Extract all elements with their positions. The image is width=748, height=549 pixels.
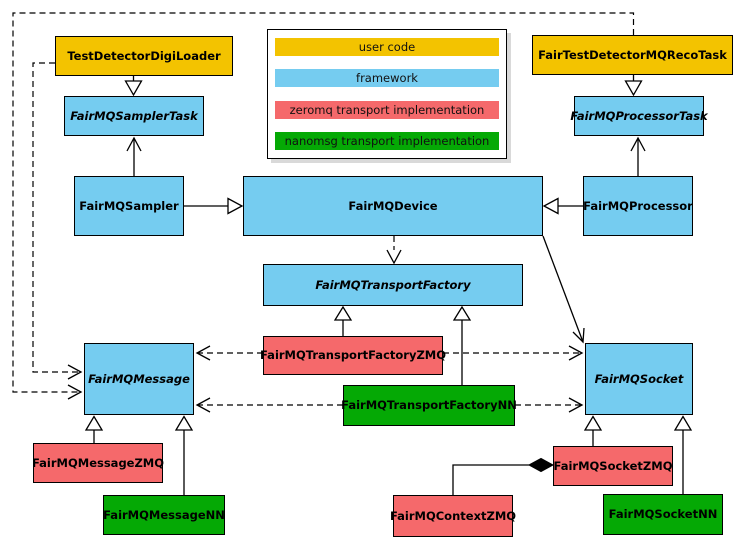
arrowhead-diamond bbox=[527, 457, 555, 473]
node-fairmqprocessortask: FairMQProcessorTask bbox=[570, 96, 708, 136]
edge-digiloader-to-message bbox=[32, 62, 80, 373]
arrowhead-triangle bbox=[583, 415, 603, 431]
arrowhead-chevron bbox=[386, 249, 402, 265]
arrowhead-chevron bbox=[195, 397, 211, 413]
legend-item-framework: framework bbox=[275, 69, 499, 88]
node-fairmqsocketzmq: FairMQSocketZMQ bbox=[553, 446, 673, 486]
arrowhead-triangle bbox=[624, 80, 643, 97]
node-fairtestdetectormqrecotask: FairTestDetectorMQRecoTask bbox=[532, 35, 733, 75]
arrowhead-chevron bbox=[568, 345, 584, 361]
arrowhead-chevron bbox=[126, 136, 142, 152]
arrowhead-triangle bbox=[227, 197, 244, 215]
edge-recotask-to-message bbox=[12, 12, 635, 393]
arrowhead-triangle bbox=[84, 415, 104, 431]
edge-device-to-socket bbox=[542, 235, 584, 343]
node-fairmqmessagezmq: FairMQMessageZMQ bbox=[32, 443, 164, 483]
node-testdetectordigiloader: TestDetectorDigiLoader bbox=[55, 36, 233, 76]
arrowhead-triangle bbox=[673, 415, 693, 431]
arrowhead-triangle bbox=[542, 197, 559, 215]
arrowhead-triangle bbox=[333, 305, 353, 321]
arrowhead-triangle bbox=[174, 415, 194, 431]
arrowhead-chevron bbox=[572, 327, 585, 344]
node-fairmqsamplertask: FairMQSamplerTask bbox=[64, 96, 204, 136]
dependency-edges bbox=[12, 12, 635, 413]
node-fairmqmessage: FairMQMessage bbox=[84, 343, 194, 415]
node-fairmqtransportfactory: FairMQTransportFactory bbox=[263, 264, 523, 306]
arrowhead-triangle bbox=[124, 80, 143, 97]
node-fairmqcontextzmq: FairMQContextZMQ bbox=[390, 495, 516, 537]
legend-item-user-code: user code bbox=[275, 38, 499, 56]
association-edges bbox=[126, 136, 646, 344]
node-fairmqprocessor: FairMQProcessor bbox=[583, 176, 693, 236]
node-fairmqdevice: FairMQDevice bbox=[243, 176, 543, 236]
legend: user code framework zeromq transport imp… bbox=[267, 29, 507, 159]
arrowhead-chevron bbox=[630, 136, 646, 152]
node-fairmqsocket: FairMQSocket bbox=[585, 343, 693, 415]
arrowhead-chevron bbox=[67, 364, 83, 380]
node-fairmqsampler: FairMQSampler bbox=[74, 176, 184, 236]
node-fairmqsocketnn: FairMQSocketNN bbox=[603, 494, 723, 535]
node-fairmqtransportfactoryzmq: FairMQTransportFactoryZMQ bbox=[260, 336, 446, 375]
composition-edge bbox=[452, 457, 555, 495]
node-fairmqmessagenn: FairMQMessageNN bbox=[103, 495, 225, 535]
arrowhead-chevron bbox=[195, 345, 211, 361]
arrowhead-chevron bbox=[568, 397, 584, 413]
edge-contextzmq-to-socketzmq bbox=[452, 464, 529, 495]
inheritance-edges bbox=[84, 75, 693, 495]
arrowhead-triangle bbox=[452, 305, 472, 321]
legend-item-zeromq: zeromq transport implementation bbox=[275, 100, 499, 119]
node-fairmqtransportfactorynn: FairMQTransportFactoryNN bbox=[341, 385, 517, 426]
arrowhead-chevron bbox=[67, 384, 83, 400]
legend-item-nanomsg: nanomsg transport implementation bbox=[275, 131, 499, 150]
